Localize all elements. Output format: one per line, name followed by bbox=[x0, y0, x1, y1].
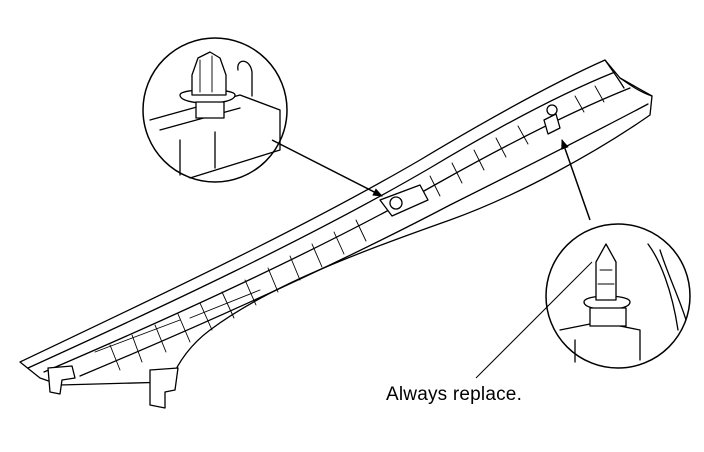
leader-arrow-upper bbox=[271, 139, 383, 197]
clip-detail-circle-upper bbox=[142, 37, 288, 183]
pillar-trim-panel bbox=[19, 59, 653, 409]
callout-leader-line bbox=[475, 261, 593, 379]
callout-label: Always replace. bbox=[386, 384, 523, 405]
leader-arrow-lower bbox=[561, 139, 591, 221]
clip-detail-circle-lower bbox=[545, 223, 691, 369]
